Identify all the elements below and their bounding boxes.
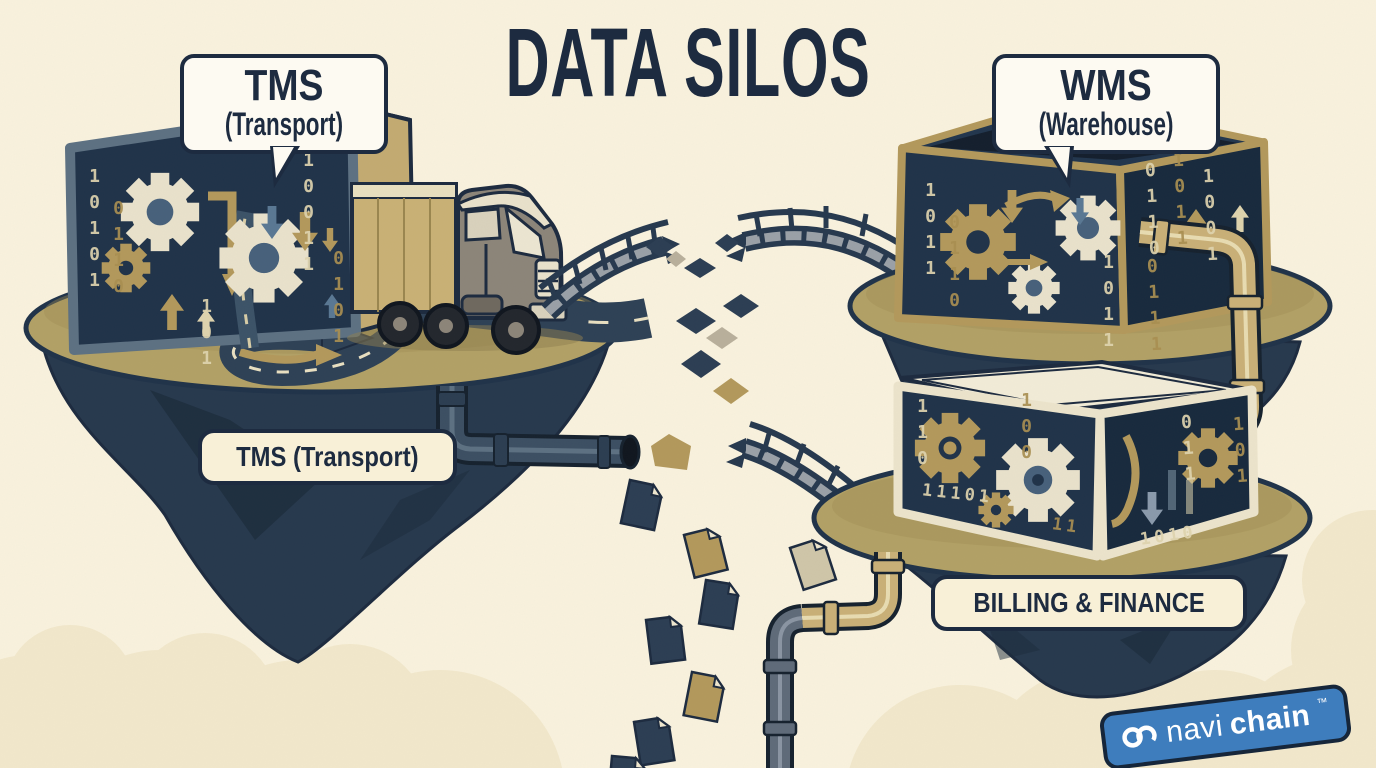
logo-trademark: ™ (1316, 696, 1329, 710)
callout-tms-subtitle: (Transport) (224, 106, 344, 142)
callout-tms: TMS (Transport) (180, 54, 388, 188)
logo-text-navi: navi (1164, 709, 1225, 750)
gear-icon (1178, 428, 1238, 488)
page-title: DATA SILOS (505, 8, 871, 117)
callout-tms-heading: TMS (244, 61, 324, 110)
gear-icon (978, 492, 1014, 528)
callout-wms: WMS (Warehouse) (992, 54, 1220, 188)
chain-link-icon (1122, 725, 1157, 748)
island-label-tms-text: TMS (Transport) (236, 441, 419, 472)
island-label-billing-text: BILLING & FINANCE (973, 587, 1205, 618)
logo-text-chain: chain (1227, 698, 1313, 742)
document-icon (697, 578, 741, 631)
gear-icon (1055, 195, 1121, 261)
gear-icon (101, 243, 151, 293)
gear-icon (914, 412, 986, 484)
gear-icon (1008, 262, 1060, 314)
callout-wms-heading: WMS (1060, 61, 1152, 110)
speech-bubble-tail (1044, 145, 1074, 188)
island-label-billing: BILLING & FINANCE (931, 575, 1248, 631)
billing-data-cube (893, 359, 1259, 561)
gear-icon (940, 204, 1016, 280)
document-icon (644, 614, 687, 665)
island-label-tms: TMS (Transport) (198, 429, 457, 485)
speech-bubble-tail (270, 145, 300, 188)
gear-icon (120, 172, 200, 252)
callout-wms-subtitle: (Warehouse) (1038, 106, 1174, 142)
